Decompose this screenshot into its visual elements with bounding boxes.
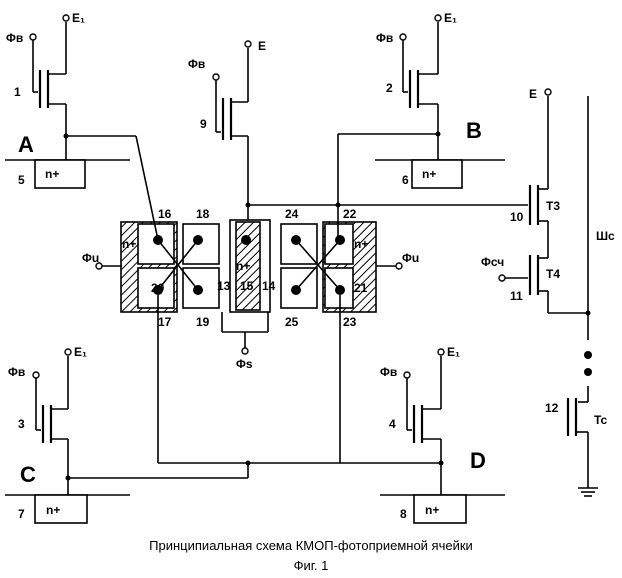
node-label-c: C [20, 462, 36, 487]
gate-label-4: Φв [380, 365, 397, 379]
supply-terminal-2 [435, 15, 441, 21]
gate-terminal-1 [30, 34, 36, 40]
tc-label: Tc [594, 413, 607, 427]
diffusion-number-6: 6 [402, 173, 409, 187]
readout-chain: E 10 T3 Φсч 11 T4 Шс 12 Tc [481, 87, 615, 496]
diffusion-number-8: 8 [400, 507, 407, 521]
supply-label-9: E [258, 39, 266, 53]
node-label-a: A [18, 132, 34, 157]
diffusion-number-7: 7 [18, 507, 25, 521]
supply-terminal-1 [63, 15, 69, 21]
supply-label-4: E₁ [447, 345, 460, 359]
diffusion-5 [35, 160, 85, 188]
supply-label-1: E₁ [72, 11, 85, 25]
transistor-number-2: 2 [386, 81, 393, 95]
label-19: 19 [196, 315, 210, 329]
transistor-4: Φв E₁ 4 D n+ 8 [380, 345, 505, 523]
diffusion-7 [35, 495, 87, 523]
label-18: 18 [196, 207, 210, 221]
phi-u-left-label: Φu [82, 251, 99, 265]
transistor-number-9: 9 [200, 117, 207, 131]
gate-label-2: Φв [376, 31, 393, 45]
transistor-1: Φв E₁ 1 A n+ 5 [5, 11, 130, 188]
contact-25 [291, 285, 301, 295]
read-gate-label: Φсч [481, 255, 504, 269]
label-21: 21 [354, 281, 368, 295]
t4-label: T4 [546, 267, 560, 281]
diffusion-label-5: n+ [45, 167, 59, 181]
diffusion-6 [412, 160, 462, 188]
gate-label-1: Φв [6, 31, 23, 45]
diffusion-8 [414, 495, 466, 523]
contact-23 [335, 285, 345, 295]
label-22: 22 [343, 207, 357, 221]
pixel-cell: 16 18 24 22 20 17 19 25 23 21 13 15 14 n… [82, 207, 419, 371]
figure-number: Фиг. 1 [294, 558, 329, 573]
diffusion-label-8: n+ [425, 503, 439, 517]
gate-terminal-2 [400, 34, 406, 40]
contact-18 [193, 235, 203, 245]
label-23: 23 [343, 315, 357, 329]
label-15: 15 [240, 279, 254, 293]
node-label-b: B [466, 118, 482, 143]
phi-s-label: Φs [236, 357, 253, 371]
gate-label-3: Φв [8, 365, 25, 379]
supply-terminal-3 [65, 349, 71, 355]
label-20: 20 [151, 281, 165, 295]
phi-s-terminal [242, 348, 248, 354]
supply-label-2: E₁ [444, 11, 457, 25]
contact-22 [335, 235, 345, 245]
gate-terminal-9 [213, 74, 219, 80]
supply-terminal-9 [245, 41, 251, 47]
transistor-number-1: 1 [14, 85, 21, 99]
t4-number: 11 [510, 289, 523, 303]
tc-number: 12 [545, 401, 559, 415]
n-plus-center-label: n+ [236, 259, 250, 273]
t3-supply-terminal [545, 89, 551, 95]
transistor-number-3: 3 [18, 417, 25, 431]
figure-caption: Принципиальная схема КМОП-фотоприемной я… [149, 538, 473, 553]
diffusion-label-7: n+ [46, 503, 60, 517]
contact-19 [193, 285, 203, 295]
t3-number: 10 [510, 210, 524, 224]
gate-terminal-4 [404, 372, 410, 378]
gate-terminal-3 [33, 372, 39, 378]
ellipsis-dot-2 [584, 368, 592, 376]
label-16: 16 [158, 207, 172, 221]
readout-supply-label: E [529, 87, 537, 101]
gate-label-9: Φв [188, 57, 205, 71]
transistor-2: Φв E₁ 2 B n+ 6 [375, 11, 505, 188]
n-plus-left-label: n+ [122, 237, 136, 251]
ellipsis-dot-1 [584, 351, 592, 359]
label-17: 17 [158, 315, 172, 329]
label-24: 24 [285, 207, 299, 221]
phi-u-right-label: Φu [402, 251, 419, 265]
label-13: 13 [217, 279, 231, 293]
supply-terminal-4 [438, 349, 444, 355]
label-25: 25 [285, 315, 299, 329]
t3-label: T3 [546, 199, 560, 213]
read-gate-terminal [499, 275, 505, 281]
contact-15 [241, 235, 251, 245]
diffusion-number-5: 5 [18, 173, 25, 187]
transistor-number-4: 4 [389, 417, 396, 431]
n-plus-right-label: n+ [354, 237, 368, 251]
diffusion-label-6: n+ [422, 167, 436, 181]
column-bus-label: Шс [596, 229, 615, 243]
label-14: 14 [262, 279, 276, 293]
node-label-d: D [470, 448, 486, 473]
supply-label-3: E₁ [74, 345, 87, 359]
transistor-3: Φв E₁ 3 C n+ 7 [5, 345, 130, 523]
contact-24 [291, 235, 301, 245]
